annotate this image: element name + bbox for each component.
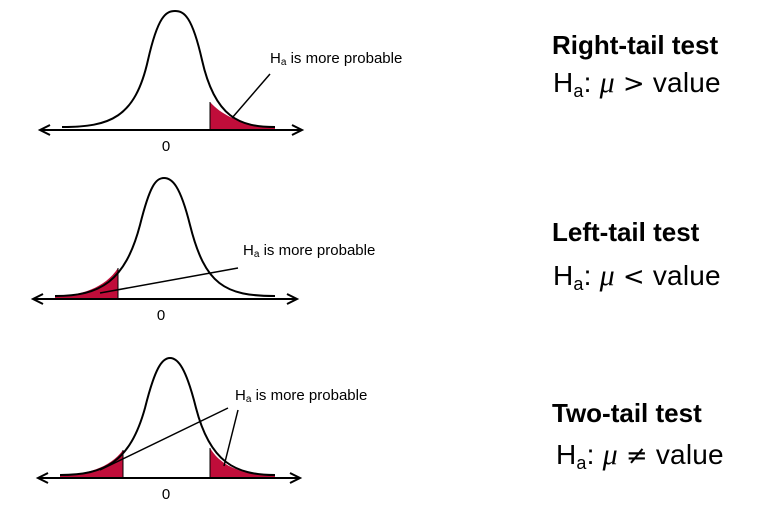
left-tail-tick-zero: 0 [157, 307, 165, 324]
right-tail-title: Right-tail test [552, 30, 719, 60]
two-tail-axis [35, 472, 303, 484]
right-tail-tick-zero: 0 [162, 138, 170, 155]
right-tail-hypothesis: Ha: μ > value [553, 66, 721, 101]
left-tail-annotation: Ha is more probable [243, 242, 376, 260]
right-tail-curve [61, 9, 276, 128]
right-tail-pointer-line [231, 73, 271, 119]
two-tail-tick-zero: 0 [162, 486, 170, 503]
two-tail-left-pointer-line [99, 407, 229, 471]
two-tail-annotation: Ha is more probable [235, 387, 368, 405]
left-tail-hypothesis: Ha: μ < value [553, 259, 721, 294]
left-tail-shaded-region [55, 268, 118, 299]
left-tail-curve [54, 176, 276, 297]
right-tail-shaded-region [210, 102, 275, 130]
left-tail-title: Left-tail test [552, 217, 700, 247]
two-tail-left-shaded-region [60, 450, 123, 478]
two-tail-hypothesis: Ha: μ ≠ value [556, 438, 724, 473]
right-tail-annotation: Ha is more probable [270, 50, 403, 68]
left-tail-pointer-line [99, 267, 239, 294]
two-tail-right-shaded-region [210, 448, 275, 478]
two-tail-right-pointer-line [223, 409, 239, 467]
right-tail-axis [37, 124, 305, 136]
two-tail-curve [59, 356, 276, 476]
left-tail-axis [30, 293, 300, 305]
two-tail-title: Two-tail test [552, 398, 702, 428]
